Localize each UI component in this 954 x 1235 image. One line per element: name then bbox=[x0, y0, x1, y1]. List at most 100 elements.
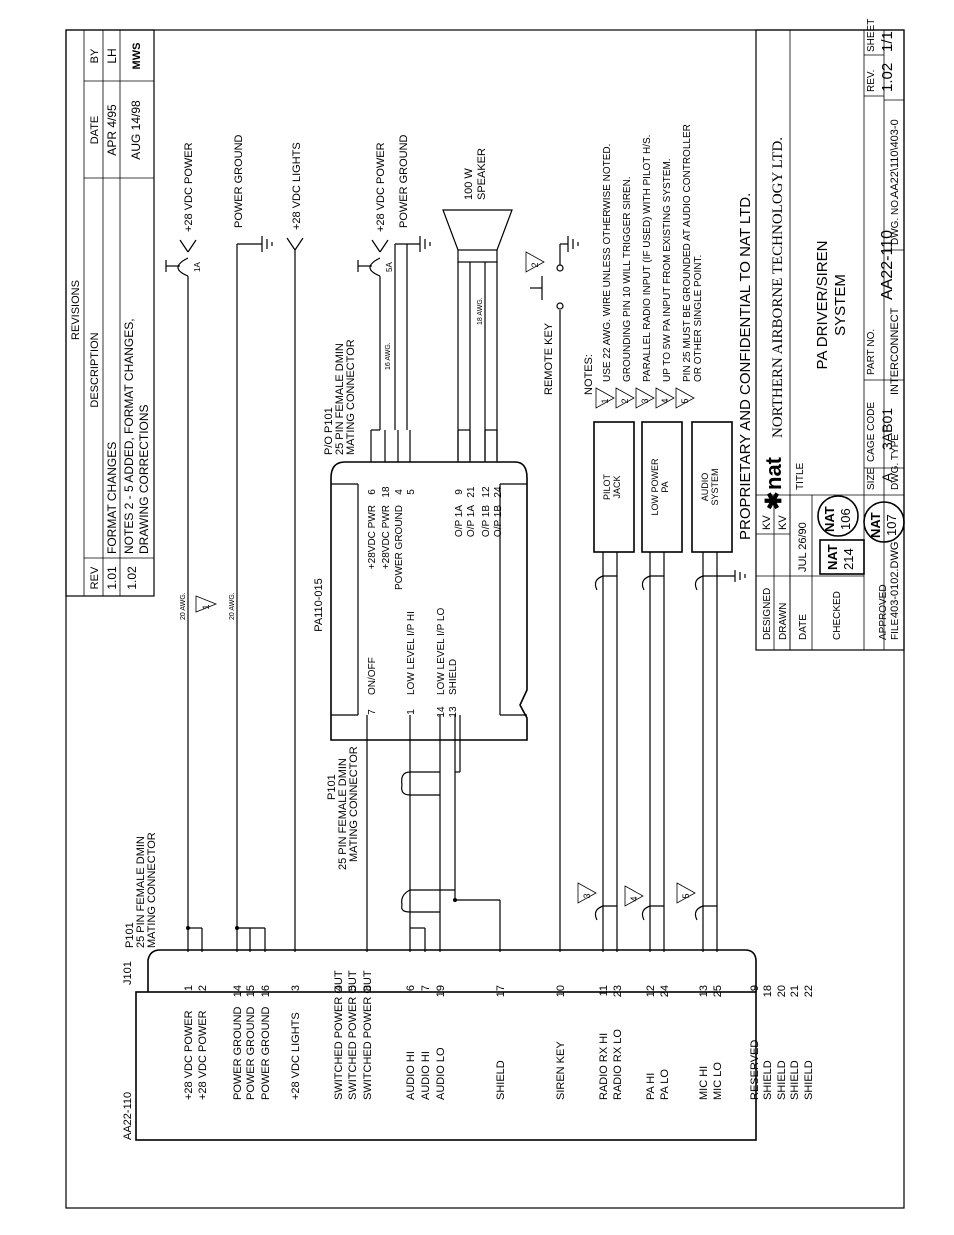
awg-16-label: 16 AWG. bbox=[385, 342, 392, 370]
pa-left-pin-7-label: ON/OFF bbox=[367, 657, 378, 695]
unit-pin-10-label: SIREN KEY bbox=[555, 1041, 567, 1100]
unit-pin-10-number: 10 bbox=[555, 985, 567, 997]
drawing-title-2: SYSTEM bbox=[832, 274, 849, 336]
sheet-label: SHEET bbox=[866, 19, 877, 52]
remote-key-switch: 2 REMOTE KEY bbox=[525, 236, 579, 395]
date-col-header: DATE bbox=[89, 116, 101, 145]
unit-pin-11-number: 11 bbox=[598, 985, 610, 996]
pa-right-pin-24-number: 24 bbox=[493, 486, 504, 498]
unit-pin-17-label: SHIELD bbox=[495, 1060, 507, 1100]
stamp-1-b: 214 bbox=[841, 548, 856, 570]
speaker-label-2: SPEAKER bbox=[476, 148, 488, 200]
pilot-jack-label-2: JACK bbox=[612, 475, 622, 498]
unit-pin-25-label: MIC LO bbox=[712, 1062, 724, 1100]
note-marker-5: 5 bbox=[676, 882, 696, 904]
pa-left-pin-1-number: 1 bbox=[406, 709, 417, 715]
awg-20-label-1: 20 AWG. bbox=[180, 592, 187, 620]
pa-right-pin-6-number: 6 bbox=[367, 489, 378, 495]
pa-right-pin-4-label: POWER GROUND bbox=[394, 505, 405, 590]
svg-text:5: 5 bbox=[681, 893, 691, 898]
file-value: 403-0102.DWG bbox=[889, 542, 901, 618]
rev-row-2-by: MWS bbox=[131, 43, 143, 70]
pilot-jack-label-1: PILOT bbox=[602, 473, 612, 500]
unit-pin-18-label: SHIELD bbox=[762, 1060, 774, 1100]
unit-pin-5-label: SWITCHED POWER OUT bbox=[347, 970, 359, 1100]
unit-pin-13-label: MIC HI bbox=[698, 1066, 710, 1100]
rev-col-header: REV bbox=[89, 566, 101, 589]
title-label: TITLE bbox=[795, 462, 806, 490]
size-label: SIZE bbox=[866, 467, 877, 490]
rev-row-1-rev: 1.01 bbox=[105, 566, 119, 590]
rev-row-2-desc-2: DRAWING CORRECTIONS bbox=[137, 404, 151, 554]
note-marker-4: 4 bbox=[624, 885, 644, 907]
unit-pin-3-label: +28 VDC LIGHTS bbox=[290, 1012, 302, 1100]
fuse-1a: 1A +28 VDC POWER bbox=[165, 142, 202, 277]
low-power-pa-label-1: LOW POWER bbox=[650, 458, 660, 516]
unit-pin-12-number: 12 bbox=[645, 985, 657, 997]
awg-18-label: 18 AWG. bbox=[477, 297, 484, 325]
unit-pin-6-label: AUDIO HI bbox=[405, 1051, 417, 1100]
nat-214-stamp: NAT 214 bbox=[819, 539, 865, 575]
unit-pin-16-label: POWER GROUND bbox=[260, 1006, 272, 1100]
unit-pin-19-label: AUDIO LO bbox=[435, 1047, 447, 1100]
fuse-5a: 5A +28 VDC POWER bbox=[357, 142, 394, 430]
pa-left-pin-7-number: 7 bbox=[367, 709, 378, 715]
power-ground-label: POWER GROUND bbox=[233, 134, 245, 228]
rev-row-1-date: APR 4/95 bbox=[105, 104, 119, 156]
power-ground-b-label: POWER GROUND bbox=[398, 134, 410, 228]
pa-right-pin-9-number: 9 bbox=[454, 489, 465, 495]
part-value: AA22-110 bbox=[879, 230, 896, 300]
unit-name: AA22-110 bbox=[122, 1092, 134, 1140]
sheet-value: 1/1 bbox=[879, 31, 896, 52]
unit-pin-12-label: PA HI bbox=[645, 1073, 657, 1100]
unit-pin-15-number: 15 bbox=[245, 985, 257, 997]
unit-pin-20-label: SHIELD bbox=[776, 1060, 788, 1100]
unit-pin-14-number: 14 bbox=[232, 985, 244, 997]
note-1-text: USE 22 AWG. WIRE UNLESS OTHERWISE NOTED. bbox=[602, 144, 613, 382]
by-col-header: BY bbox=[89, 48, 101, 63]
rev-row-2-rev: 1.02 bbox=[125, 566, 139, 590]
pa-right-pin-18-label: +28VDC PWR bbox=[381, 505, 392, 569]
p101-a-label: P101 bbox=[124, 922, 136, 948]
remote-key-label: REMOTE KEY bbox=[543, 322, 555, 395]
unit-pin-23-label: RADIO RX LO bbox=[612, 1029, 624, 1100]
pa-right-pin-12-number: 12 bbox=[481, 486, 492, 498]
note-4-triangle bbox=[655, 387, 675, 409]
note-marker-1: 1 bbox=[195, 595, 218, 613]
unit-pin-4-label: SWITCHED POWER OUT bbox=[333, 970, 345, 1100]
pa110-015-name: PA110-015 bbox=[313, 578, 325, 631]
pa-ground-path: POWER GROUND bbox=[394, 134, 431, 430]
svg-text:1: 1 bbox=[201, 604, 211, 609]
pa-right-pin-12-label: O/P 1B bbox=[481, 505, 492, 537]
pa-right-pin-24-label: O/P 1B bbox=[493, 505, 504, 537]
unit-pin-14-label: POWER GROUND bbox=[232, 1006, 244, 1100]
note-3-triangle bbox=[635, 387, 655, 409]
drawn-value: KV bbox=[777, 515, 789, 530]
pwr-28-label: +28 VDC POWER bbox=[183, 142, 195, 232]
notes-section: NOTES: bbox=[583, 354, 595, 395]
pa-left-pin-13-label: SHIELD bbox=[448, 659, 459, 695]
pa-right-pin-5-number: 5 bbox=[406, 489, 417, 495]
drawn-label: DRAWN bbox=[778, 603, 789, 640]
pa-left-pin-1-label: LOW LEVEL I/P HI bbox=[406, 611, 417, 695]
p101-a-desc: 25 PIN FEMALE DMIN bbox=[135, 836, 147, 948]
p101-a-mating: MATING CONNECTOR bbox=[146, 832, 158, 948]
note-4-number: 4 bbox=[660, 398, 670, 403]
aa22-110-unit: AA22-110 J101 bbox=[122, 949, 757, 1141]
low-power-pa-device: LOW POWER PA bbox=[641, 421, 683, 553]
unit-pin-24-number: 24 bbox=[659, 985, 671, 997]
unit-pin-13-number: 13 bbox=[698, 985, 710, 997]
unit-pin-21-label: SHIELD bbox=[789, 1060, 801, 1100]
size-value: A bbox=[879, 472, 895, 482]
pa-left-pin-14-number: 14 bbox=[436, 706, 447, 718]
p101-c-desc: 25 PIN FEMALE DMIN bbox=[334, 343, 346, 455]
note-4-text: UP TO 5W PA INPUT FROM EXISTING SYSTEM. bbox=[662, 158, 673, 382]
pa-left-pin-14-label: LOW LEVEL I/P LO bbox=[436, 608, 447, 695]
unit-pin-25-number: 25 bbox=[712, 985, 724, 997]
nat-106-stamp: NAT 106 bbox=[817, 495, 859, 537]
unit-pin-19-number: 19 bbox=[435, 985, 447, 997]
speaker-label-1: 100 W bbox=[463, 168, 475, 200]
unit-pin-21-number: 21 bbox=[789, 985, 801, 997]
unit-pin-5-number: 5 bbox=[347, 985, 359, 991]
